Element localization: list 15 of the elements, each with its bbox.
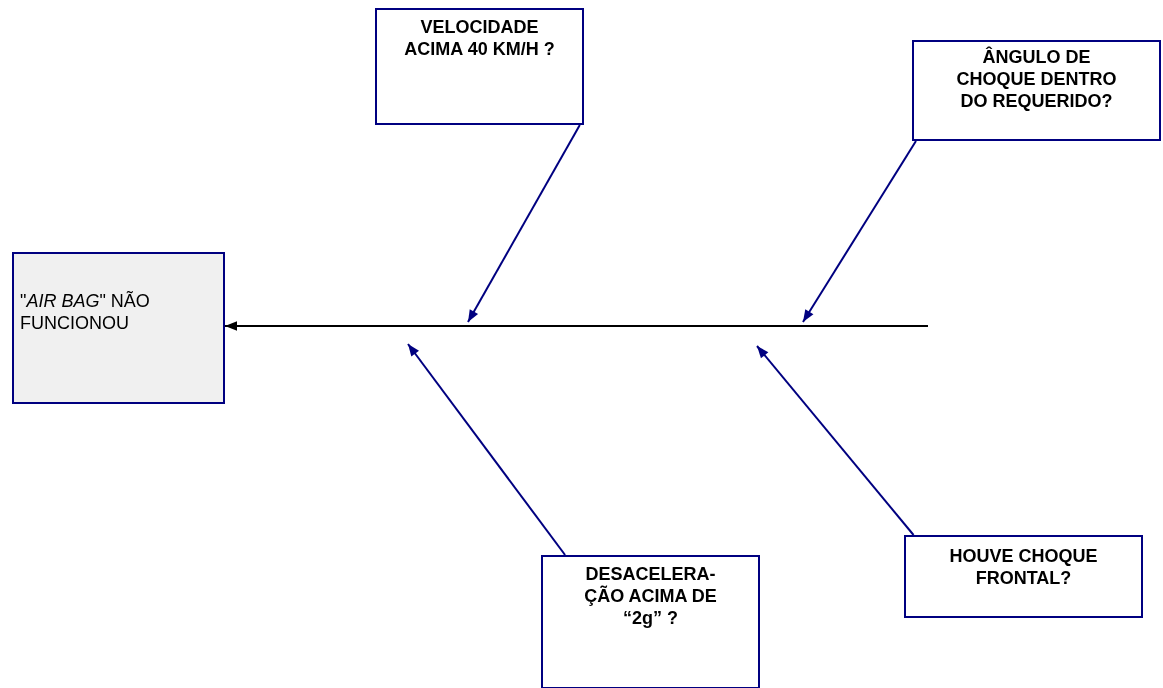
cause-box (904, 535, 1143, 618)
arrow (224, 321, 929, 331)
arrow (407, 343, 567, 556)
problem-text: "AIR BAG" NÃO FUNCIONOU (20, 290, 151, 334)
cause-text: HOUVE CHOQUE FRONTAL? (948, 545, 1099, 589)
cause-text: VELOCIDADE ACIMA 40 KM/H ? (403, 16, 556, 60)
arrow (802, 140, 917, 323)
cause-text: DESACELERA- ÇÃO ACIMA DE “2g” ? (583, 563, 718, 629)
cause-box (541, 555, 760, 688)
cause-box (912, 40, 1161, 141)
problem-box (12, 252, 225, 404)
cause-box (375, 8, 584, 125)
cause-text: ÂNGULO DE CHOQUE DENTRO DO REQUERIDO? (955, 46, 1118, 112)
arrow (756, 345, 915, 536)
arrow (467, 124, 581, 323)
